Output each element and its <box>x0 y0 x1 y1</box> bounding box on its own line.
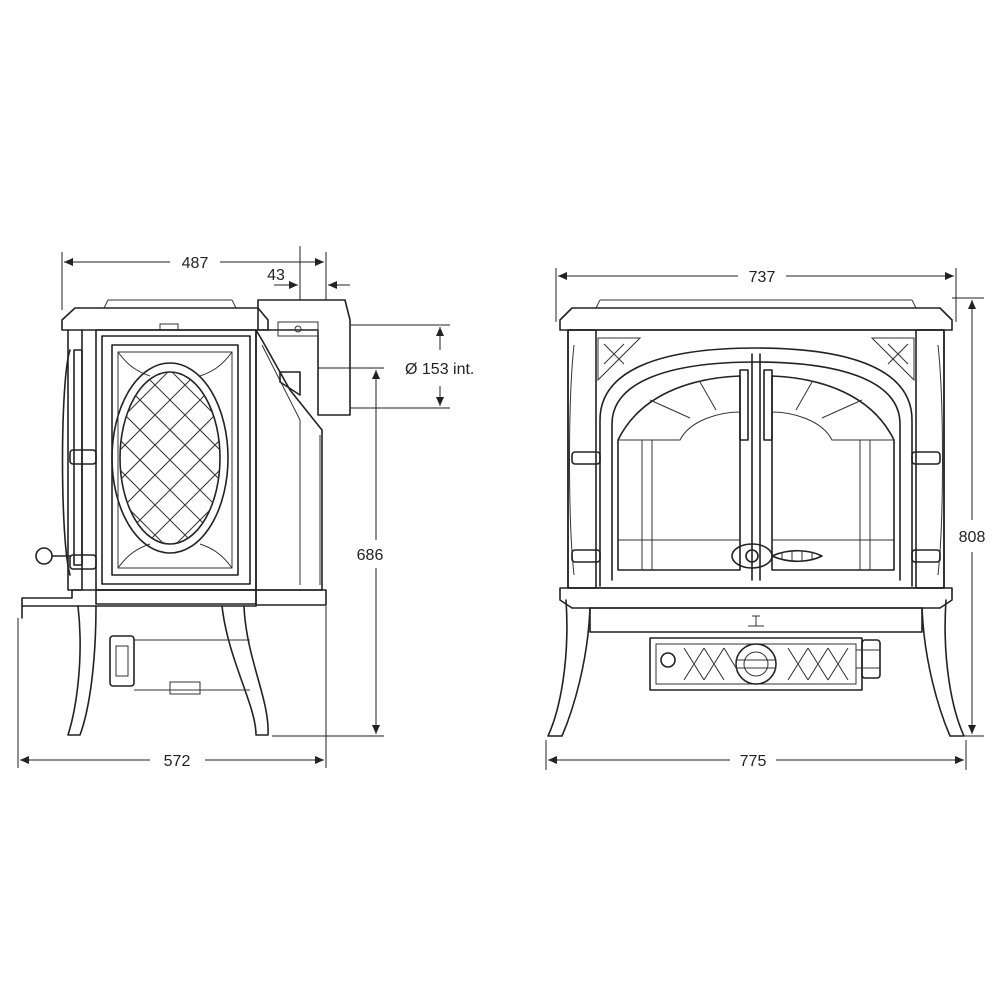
dim-depth-label: 487 <box>182 255 209 272</box>
dim-base-width-label: 775 <box>740 753 767 770</box>
side-view <box>21 299 351 736</box>
dim-flue-diameter-label: Ø 153 int. <box>405 361 474 378</box>
dim-flue-height-label: 686 <box>357 547 384 564</box>
dim-total-depth-label: 572 <box>164 753 191 770</box>
side-dimensions: 487 43 Ø 153 int. 686 572 <box>17 246 474 770</box>
front-dimensions: 737 808 775 <box>545 268 986 770</box>
front-view <box>547 299 965 737</box>
dim-top-width-label: 737 <box>749 269 776 286</box>
dim-height-label: 808 <box>959 529 986 546</box>
dim-flue-offset-label: 43 <box>267 267 285 284</box>
